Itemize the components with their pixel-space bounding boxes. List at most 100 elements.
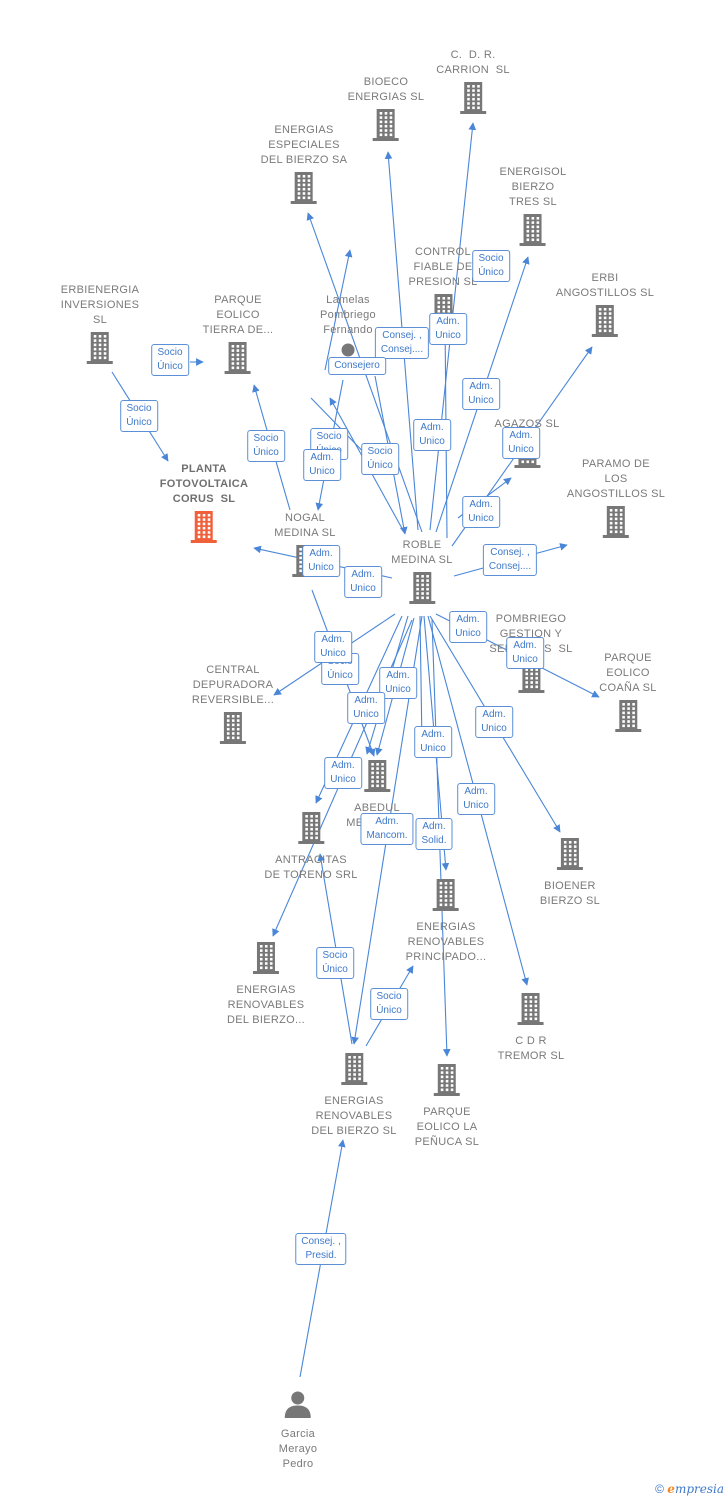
edge-label-adm-unico[interactable]: Adm. Unico — [462, 496, 500, 528]
node-cdr-carrion[interactable]: C. D. R. CARRION SL — [436, 48, 510, 119]
node-label: BIOECO ENERGIAS SL — [347, 76, 425, 103]
node-antracitas[interactable]: ANTRACITAS DE TORENO SRL — [264, 812, 357, 883]
building-icon — [85, 332, 115, 369]
edge-label-adm-unico[interactable]: Adm. Unico — [314, 631, 352, 663]
building-icon — [339, 1053, 369, 1090]
node-label: ANTRACITAS DE TORENO SRL — [264, 854, 358, 881]
copyright-symbol: © — [655, 1482, 664, 1496]
edge-label-socio-unico[interactable]: Socio Único — [120, 400, 158, 432]
node-label: Lamelas Pombriego Fernando — [320, 294, 376, 336]
node-coana[interactable]: PARQUE EOLICO COAÑA SL — [599, 651, 656, 737]
building-icon — [516, 661, 546, 698]
building-icon — [251, 942, 281, 979]
node-bioeco[interactable]: BIOECO ENERGIAS SL — [348, 75, 425, 146]
building-icon — [218, 712, 248, 749]
node-label: PLANTA FOTOVOLTAICA CORUS SL — [159, 463, 249, 505]
node-label: PARQUE EOLICO LA PEÑUCA SL — [414, 1106, 480, 1148]
node-ren-bierzo[interactable]: ENERGIAS RENOVABLES DEL BIERZO SL — [311, 1053, 396, 1139]
node-label: ENERGISOL BIERZO TRES SL — [499, 166, 567, 208]
node-esp-bierzo[interactable]: ENERGIAS ESPECIALES DEL BIERZO SA — [261, 123, 348, 209]
edge-arrow — [324, 249, 353, 371]
edge-label-socio-unico[interactable]: Socio Único — [316, 947, 354, 979]
edge-label-adm-unico[interactable]: Adm. Unico — [347, 692, 385, 724]
node-label: NOGAL MEDINA SL — [274, 512, 336, 539]
node-label: ERBI ANGOSTILLOS SL — [555, 272, 655, 299]
edge-label-adm-unico[interactable]: Adm. Unico — [429, 313, 467, 345]
node-label: ENERGIAS ESPECIALES DEL BIERZO SA — [260, 124, 348, 166]
node-label: PARQUE EOLICO TIERRA DE... — [202, 294, 274, 336]
node-label: ENERGIAS RENOVABLES DEL BIERZO SL — [311, 1095, 397, 1137]
node-penuca[interactable]: PARQUE EOLICO LA PEÑUCA SL — [415, 1064, 479, 1150]
edge-arrow — [418, 615, 426, 746]
node-tierra[interactable]: PARQUE EOLICO TIERRA DE... — [203, 293, 274, 379]
edge-label-adm-unico[interactable]: Adm. Unico — [344, 566, 382, 598]
building-icon — [458, 82, 488, 119]
edge-label-adm-unico[interactable]: Adm. Unico — [462, 378, 500, 410]
building-icon — [555, 838, 585, 875]
edge-label-adm-unico[interactable]: Adm. Unico — [502, 427, 540, 459]
edge-label-consej-presid[interactable]: Adm. Solid. — [415, 818, 453, 850]
edge-label-adm-unico[interactable]: Adm. Unico — [414, 726, 452, 758]
node-erbienergia[interactable]: ERBIENERGIA INVERSIONES SL — [61, 283, 140, 369]
node-label: ENERGIAS RENOVABLES DEL BIERZO... — [226, 984, 306, 1026]
edge-label-adm-unico[interactable]: Adm. Unico — [457, 783, 495, 815]
edge-label-adm-unico[interactable]: Adm. Unico — [303, 449, 341, 481]
node-label: CONTROL FIABLE DE PRESION SL — [408, 246, 478, 288]
building-icon — [431, 879, 461, 916]
node-central[interactable]: CENTRAL DEPURADORA REVERSIBLE... — [192, 663, 274, 749]
node-bioener[interactable]: BIOENER BIERZO SL — [540, 838, 600, 909]
edge-label-adm-unico[interactable]: Adm. Unico — [475, 706, 513, 738]
node-label: CENTRAL DEPURADORA REVERSIBLE... — [191, 664, 275, 706]
edge-label-adm-unico[interactable]: Adm. Unico — [506, 637, 544, 669]
edge-label-socio-unico[interactable]: Socio Único — [151, 344, 189, 376]
building-icon — [223, 342, 253, 379]
building-icon — [601, 506, 631, 543]
edge-label-consejero[interactable]: Consejero — [328, 357, 386, 375]
node-label: ERBIENERGIA INVERSIONES SL — [60, 284, 140, 326]
node-principado[interactable]: ENERGIAS RENOVABLES PRINCIPADO... — [406, 879, 487, 965]
edge-label-consej[interactable]: Consej. , Consej.... — [482, 544, 538, 576]
edge-label-socio-unico[interactable]: Socio Único — [361, 443, 399, 475]
building-icon — [362, 760, 392, 797]
building-icon — [296, 812, 326, 849]
node-garcia[interactable]: Garcia Merayo Pedro — [279, 1390, 317, 1472]
person-icon — [284, 1390, 312, 1423]
node-label: PARQUE EOLICO COAÑA SL — [599, 652, 657, 694]
node-cdr-tremor[interactable]: C D R TREMOR SL — [498, 993, 565, 1064]
node-label: C. D. R. CARRION SL — [436, 49, 510, 76]
building-icon — [590, 305, 620, 342]
node-erbi[interactable]: ERBI ANGOSTILLOS SL — [556, 271, 654, 342]
edge-label-represent[interactable]: Consej. , Presid. — [295, 1233, 347, 1265]
building-icon — [516, 993, 546, 1030]
edge-label-socio-unico[interactable]: Socio Único — [472, 250, 510, 282]
node-label: ROBLE MEDINA SL — [391, 539, 453, 566]
node-label: Garcia Merayo Pedro — [278, 1428, 318, 1470]
node-label: PARAMO DE LOS ANGOSTILLOS SL — [566, 458, 666, 500]
node-paramo[interactable]: PARAMO DE LOS ANGOSTILLOS SL — [567, 457, 665, 543]
node-label: C D R TREMOR SL — [497, 1035, 565, 1062]
edge-label-adm-unico[interactable]: Adm. Unico — [302, 545, 340, 577]
node-roble[interactable]: ROBLE MEDINA SL — [391, 538, 452, 609]
building-icon — [518, 214, 548, 251]
node-ren-bierzo-trunc[interactable]: ENERGIAS RENOVABLES DEL BIERZO... — [227, 942, 305, 1028]
edge-label-adm-unico[interactable]: Adm. Unico — [413, 419, 451, 451]
node-energisol[interactable]: ENERGISOL BIERZO TRES SL — [500, 165, 567, 251]
node-planta[interactable]: PLANTA FOTOVOLTAICA CORUS SL — [160, 462, 249, 548]
edge-label-consej[interactable]: Consej. , Consej.... — [374, 327, 430, 359]
brand-logo: empresia — [667, 1482, 724, 1496]
edge-label-adm-solid[interactable]: Adm. Mancom. — [360, 813, 414, 845]
building-icon — [289, 172, 319, 209]
footer-brand[interactable]: © empresia — [655, 1482, 724, 1496]
edge-label-socio-unico[interactable]: Socio Único — [247, 430, 285, 462]
edge-label-adm-unico[interactable]: Adm. Unico — [324, 757, 362, 789]
building-icon — [432, 1064, 462, 1101]
building-icon — [189, 511, 219, 548]
node-label: ENERGIAS RENOVABLES PRINCIPADO... — [405, 921, 487, 963]
edge-label-adm-unico[interactable]: Adm. Unico — [449, 611, 487, 643]
building-icon — [613, 700, 643, 737]
edge-label-socio-unico[interactable]: Socio Único — [370, 988, 408, 1020]
edge-label-adm-unico[interactable]: Adm. Unico — [379, 667, 417, 699]
building-icon — [371, 109, 401, 146]
